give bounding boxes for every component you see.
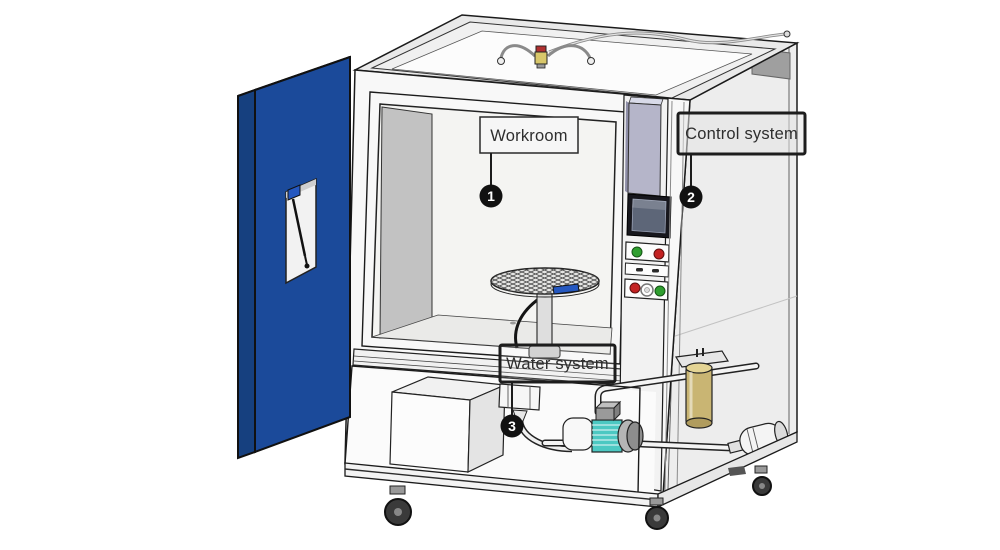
water-pump xyxy=(562,400,644,453)
pump-end-cap-outer xyxy=(626,421,644,451)
window-wiper-tip xyxy=(304,255,308,266)
funnel-box xyxy=(498,383,541,411)
callout-control-system: Control system 2 xyxy=(676,111,807,209)
control-system-label: Control system xyxy=(685,125,798,143)
pump-body xyxy=(562,417,594,451)
tank-side xyxy=(467,384,506,473)
frame-line-2 xyxy=(676,101,685,493)
pipe-upper xyxy=(596,364,758,414)
caster-plate-3 xyxy=(754,465,768,474)
turntable-pedestal xyxy=(536,291,553,349)
green-button-1[interactable] xyxy=(631,246,643,258)
badge-1-number: 1 xyxy=(487,188,495,204)
callout-workroom: Workroom 1 xyxy=(479,116,579,208)
window-wiper-mount xyxy=(287,184,301,201)
rotary-knob-center xyxy=(644,287,650,293)
water-filter xyxy=(675,348,729,429)
sill-rail-1 xyxy=(353,355,623,377)
spray-tube-long-core xyxy=(548,32,787,53)
door-sill xyxy=(352,348,623,386)
filter-bracket xyxy=(675,350,729,368)
tank-front xyxy=(389,391,471,473)
pump-fin-lines xyxy=(592,424,622,446)
spray-tube-right xyxy=(547,44,592,59)
leveling-foot xyxy=(728,466,746,476)
motor-ring-1 xyxy=(746,429,754,455)
red-button-1[interactable] xyxy=(653,248,665,260)
turntable-clamp xyxy=(552,283,580,295)
water-tank xyxy=(389,376,508,473)
nozzle-right xyxy=(587,57,595,65)
door-side-face xyxy=(237,88,256,460)
caster-plate-1 xyxy=(389,485,406,495)
caster-hub-3 xyxy=(759,483,765,489)
annotations: Workroom 1 Control system 2 Water system… xyxy=(479,111,807,438)
filter-bottom xyxy=(685,417,713,429)
caster-front-right xyxy=(645,497,669,530)
spray-tube-left xyxy=(499,44,537,59)
spray-nozzle-assembly xyxy=(497,30,791,69)
window-wiper-arm xyxy=(291,198,307,257)
badge-3 xyxy=(500,414,524,438)
fitting-base xyxy=(536,63,546,69)
recess-panel xyxy=(627,102,662,197)
water-system-label-box xyxy=(498,343,617,384)
pump-terminal-front xyxy=(595,407,615,421)
chamber-top xyxy=(352,14,800,101)
workroom-label-box xyxy=(479,116,579,154)
pipework xyxy=(541,362,760,452)
badge-2 xyxy=(679,185,703,209)
turntable-mesh xyxy=(491,268,599,294)
tube-connector xyxy=(783,30,791,38)
caster-front-left xyxy=(384,485,412,526)
top-inner-panel xyxy=(391,30,753,96)
filter-hanger xyxy=(696,348,704,357)
badge-2-number: 2 xyxy=(687,189,695,205)
control-system-label-box xyxy=(676,111,807,156)
caster-hub-1 xyxy=(394,508,402,516)
workroom-left-wall xyxy=(379,106,433,339)
workroom-label: Workroom xyxy=(490,127,567,145)
water-system-compartment xyxy=(344,348,789,495)
frame-line-1 xyxy=(664,100,673,491)
pipe-lower xyxy=(640,442,735,450)
chamber-door[interactable] xyxy=(237,55,351,460)
touchscreen[interactable] xyxy=(631,198,667,234)
red-button-2[interactable] xyxy=(629,282,641,294)
nozzle-left xyxy=(497,57,505,65)
caster-rear-right xyxy=(752,465,772,496)
window-wiper-foot xyxy=(304,263,310,269)
toggle-switch-1[interactable] xyxy=(636,268,643,272)
screen-sheen xyxy=(632,199,666,210)
caster-plate-2 xyxy=(649,497,664,506)
floor-drain-dot xyxy=(510,321,516,325)
fitting-body xyxy=(534,51,548,65)
callout-water-system: Water system 3 xyxy=(498,343,617,438)
base-trim-line xyxy=(344,468,659,501)
caster-hub-2 xyxy=(653,514,661,522)
sill-rail-2 xyxy=(353,360,623,382)
button-row-2 xyxy=(624,262,670,278)
green-button-2[interactable] xyxy=(654,285,666,297)
turntable xyxy=(490,267,600,359)
inner-shelf-line xyxy=(662,295,798,341)
filter-top xyxy=(685,362,713,374)
drain-funnel xyxy=(498,383,541,422)
toggle-switch-2[interactable] xyxy=(652,269,659,273)
badge-1 xyxy=(479,184,503,208)
base-frame xyxy=(344,430,798,530)
badge-3-number: 3 xyxy=(508,418,516,434)
turntable-cable xyxy=(514,296,541,349)
pump-terminal-side xyxy=(613,400,621,422)
water-system-label: Water system xyxy=(506,355,609,373)
